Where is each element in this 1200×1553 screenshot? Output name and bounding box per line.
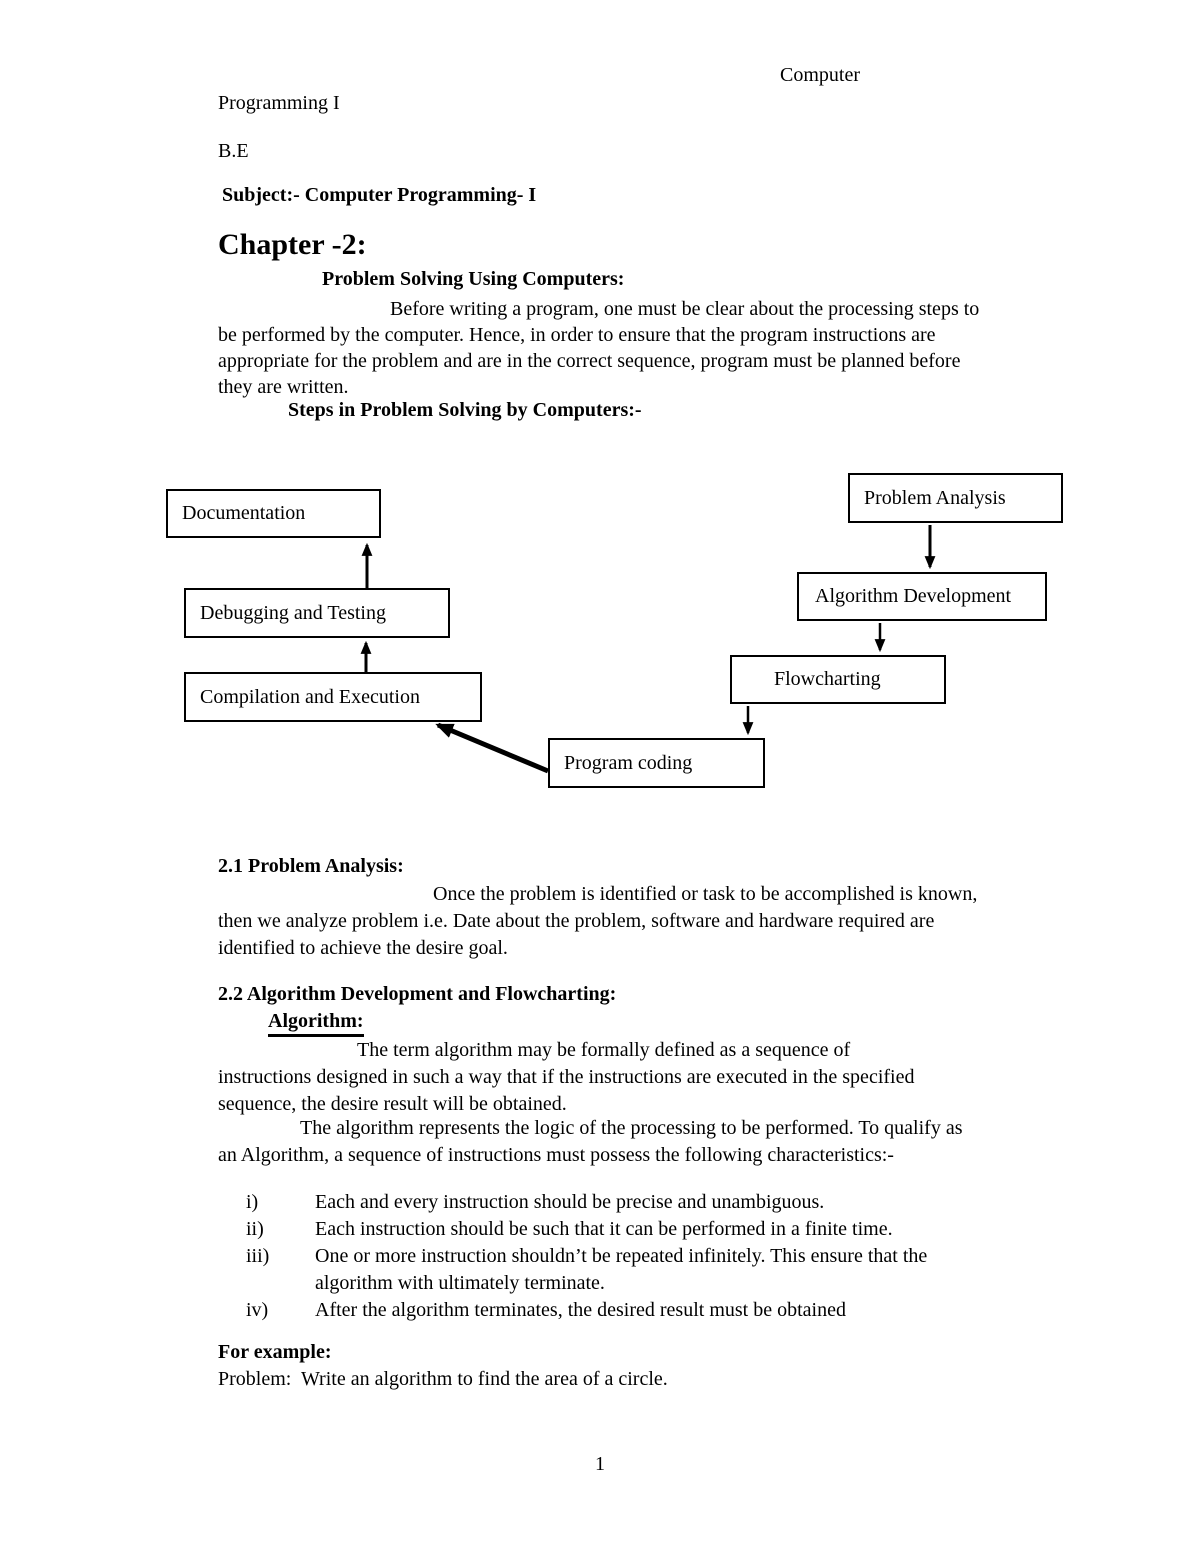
list-item: i) Each and every instruction should be … (246, 1189, 976, 1216)
list-item: iv) After the algorithm terminates, the … (246, 1297, 976, 1324)
diagram-box-flowcharting: Flowcharting (730, 655, 946, 704)
section-heading: Problem Solving Using Computers: (322, 268, 625, 290)
chapter-title: Chapter -2: (218, 228, 367, 261)
course-title: Programming I (218, 92, 340, 114)
intro-paragraph: Before writing a program, one must be cl… (218, 298, 980, 398)
subject-line: Subject:- Computer Programming- I (222, 184, 537, 206)
example-problem-line: Problem: Write an algorithm to find the … (218, 1368, 668, 1390)
diagram-box-documentation: Documentation (166, 489, 381, 538)
heading-2-2: 2.2 Algorithm Development and Flowcharti… (218, 983, 617, 1005)
list-item-text: Each and every instruction should be pre… (315, 1191, 825, 1213)
list-item-text: Each instruction should be such that it … (315, 1218, 893, 1240)
list-item-text: One or more instruction shouldn’t be rep… (315, 1245, 928, 1294)
diagram-box-program-coding: Program coding (548, 738, 765, 788)
steps-heading: Steps in Problem Solving by Computers:- (288, 399, 642, 421)
list-item-numeral: iv) (246, 1299, 269, 1321)
arrow-program-coding-to-compilation (435, 722, 549, 774)
degree-label: B.E (218, 140, 249, 162)
diagram-box-compilation-execution: Compilation and Execution (184, 672, 482, 722)
list-item: iii) One or more instruction shouldn’t b… (246, 1243, 976, 1297)
diagram-box-debugging-testing: Debugging and Testing (184, 588, 450, 638)
for-example-heading: For example: (218, 1341, 332, 1363)
heading-2-1: 2.1 Problem Analysis: (218, 855, 404, 877)
list-item-numeral: iii) (246, 1245, 270, 1267)
paragraph-algorithm-logic: The algorithm represents the logic of th… (218, 1117, 963, 1166)
list-item-text: After the algorithm terminates, the desi… (315, 1299, 846, 1321)
list-item: ii) Each instruction should be such that… (246, 1216, 976, 1243)
subheading-algorithm: Algorithm: (268, 1010, 364, 1037)
diagram-box-problem-analysis: Problem Analysis (848, 473, 1063, 523)
list-item-numeral: i) (246, 1191, 259, 1213)
diagram-box-algorithm-development: Algorithm Development (797, 572, 1047, 621)
paragraph-algorithm-definition: The term algorithm may be formally defin… (218, 1039, 915, 1115)
page-number: 1 (595, 1453, 605, 1475)
list-item-numeral: ii) (246, 1218, 264, 1240)
characteristics-list: i) Each and every instruction should be … (246, 1189, 976, 1324)
header-right-text: Computer (780, 64, 860, 86)
paragraph-2-1: Once the problem is identified or task t… (218, 883, 978, 959)
